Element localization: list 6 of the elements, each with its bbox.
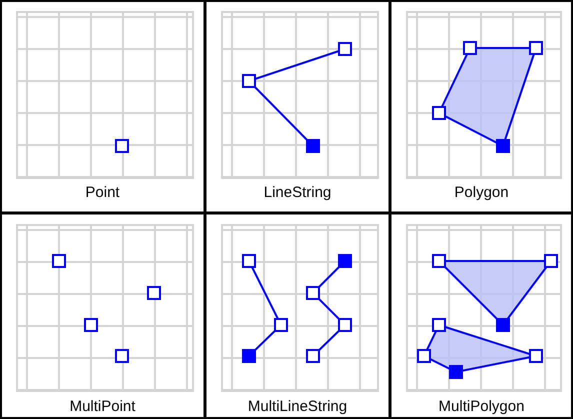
geometry-caption: LineString <box>264 184 332 201</box>
geometry-caption: Point <box>85 184 120 201</box>
geometry-caption: MultiLineString <box>248 398 348 415</box>
geometry-caption: MultiPoint <box>70 398 136 415</box>
geometry-caption: Polygon <box>454 184 509 201</box>
geometry-caption: MultiPolygon <box>438 398 524 415</box>
